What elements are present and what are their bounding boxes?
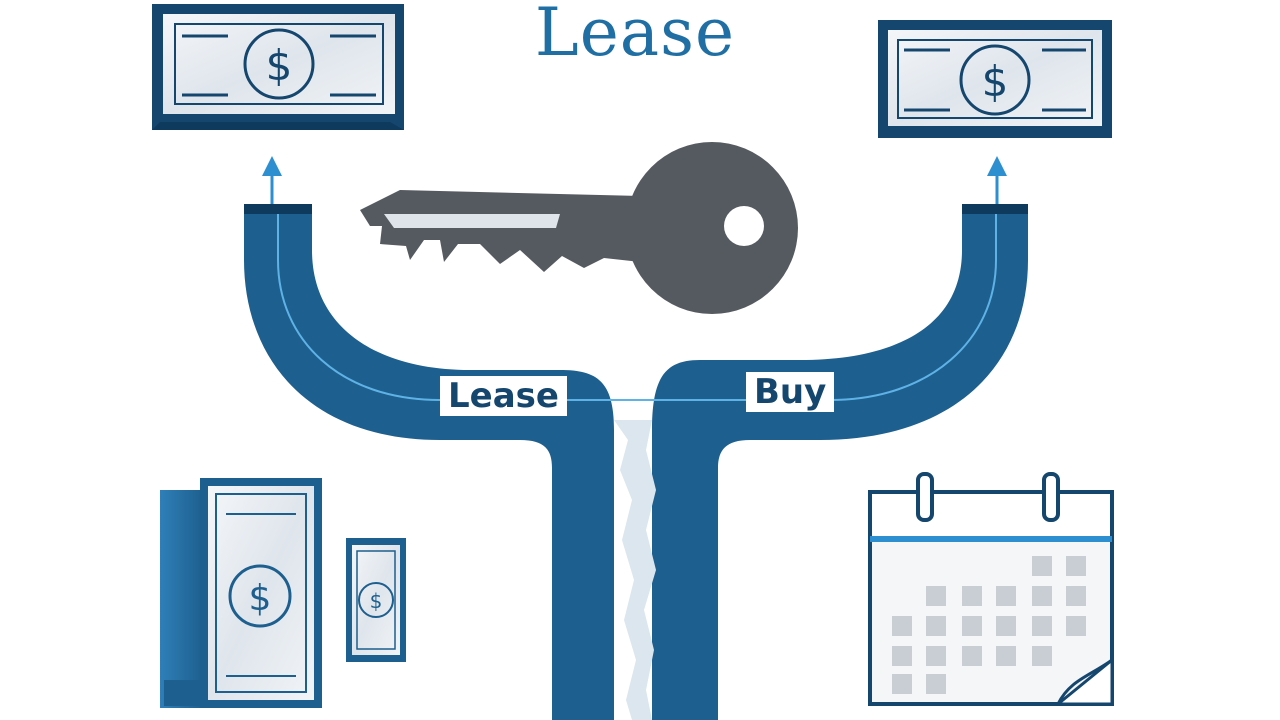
svg-text:$: $ [370, 589, 383, 613]
cash-stack-icon: $ $ [160, 478, 406, 708]
svg-text:$: $ [266, 41, 293, 90]
dollar-bill-icon-top-left: $ [152, 4, 404, 130]
svg-text:$: $ [249, 578, 272, 619]
dollar-bill-icon-top-right: $ [878, 20, 1112, 138]
arrow-up-icon-left [262, 156, 282, 204]
diagram-title: Lease [534, 0, 736, 71]
key-icon [360, 142, 798, 314]
svg-text:$: $ [982, 57, 1009, 106]
branch-label-lease: Lease [440, 376, 567, 416]
arrow-up-icon-right [987, 156, 1007, 204]
branch-label-buy: Buy [746, 372, 835, 412]
y-path [244, 204, 1028, 720]
calendar-icon [868, 472, 1114, 706]
